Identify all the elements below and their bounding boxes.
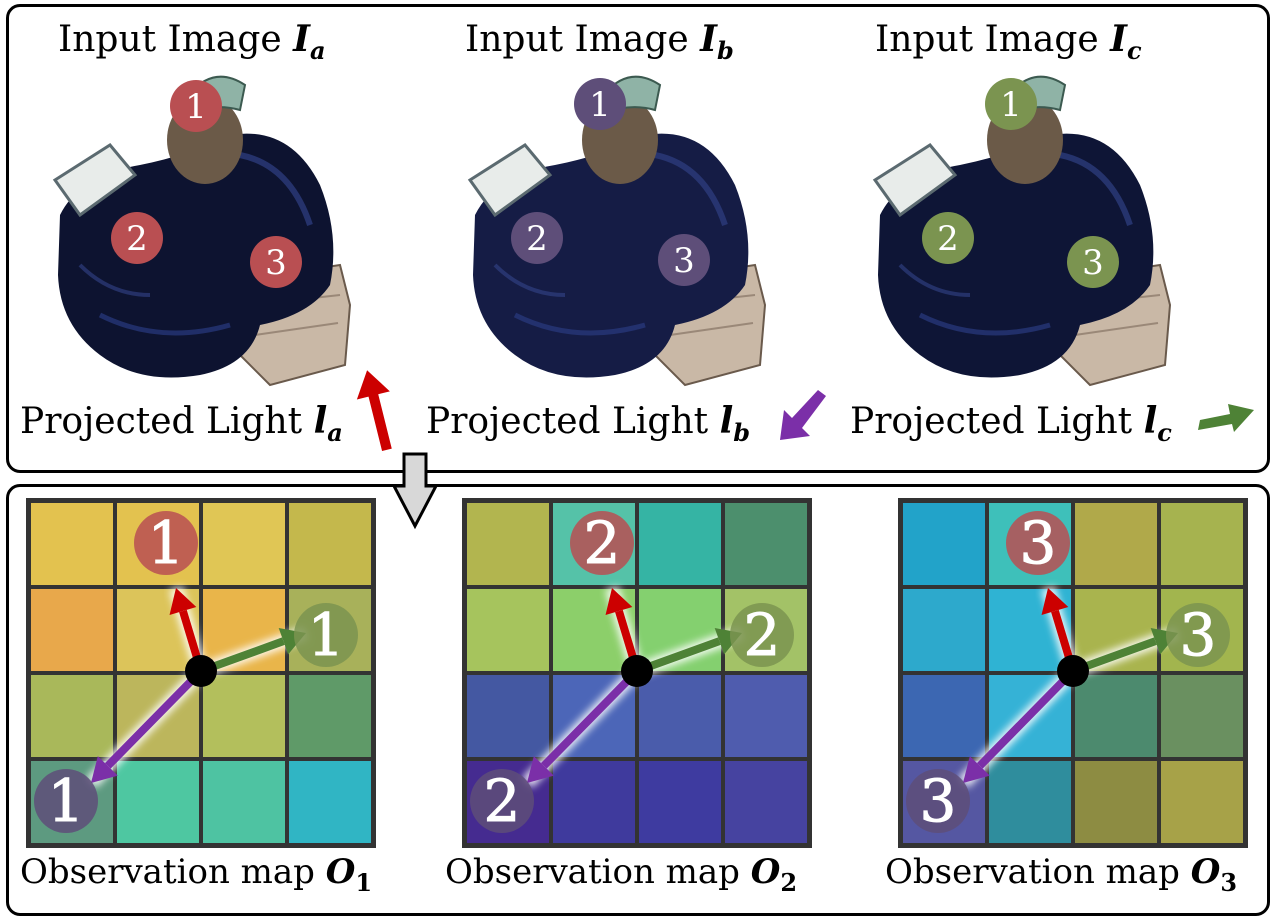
map-cell	[639, 675, 721, 757]
marker-3-1: 1	[985, 78, 1037, 130]
observation-map-1-label: Observation map O1	[20, 852, 373, 897]
projected-light-a-label: Projected Light la	[20, 400, 343, 448]
marker-1-2: 2	[111, 212, 163, 264]
svg-text:3: 3	[673, 241, 695, 281]
map-cell	[903, 503, 985, 585]
projected-light-c-label: Projected Light lc	[850, 400, 1172, 448]
svg-text:2: 2	[584, 509, 621, 577]
svg-text:3: 3	[1082, 243, 1104, 283]
map-cell	[1075, 503, 1157, 585]
observation-map-1: 1 1 1	[26, 498, 376, 848]
marker-2-2: 2	[511, 212, 563, 264]
marker-2-3: 3	[658, 234, 710, 286]
map-cell	[289, 761, 371, 843]
figurine-image-b	[467, 75, 767, 387]
map-cell	[903, 589, 985, 671]
map-cell	[289, 503, 371, 585]
input-image-b-title: Input Image Ib	[465, 18, 734, 66]
map-cell	[467, 589, 549, 671]
light-direction-a-arrow-icon	[356, 370, 392, 451]
svg-text:1: 1	[589, 85, 611, 125]
map-cell	[725, 761, 807, 843]
svg-text:1: 1	[308, 601, 345, 669]
observation-map-2: 2 2 2	[462, 498, 812, 848]
svg-text:2: 2	[937, 219, 959, 259]
svg-text:2: 2	[744, 601, 781, 669]
map-cell	[639, 761, 721, 843]
marker-2-1: 1	[574, 78, 626, 130]
map-cell	[467, 503, 549, 585]
map-cell	[903, 675, 985, 757]
marker-1-1: 1	[170, 80, 222, 132]
map-cell	[467, 675, 549, 757]
map-cell	[1161, 675, 1243, 757]
map-cell	[725, 675, 807, 757]
map-cell	[639, 503, 721, 585]
observation-map-3: 3 3 3	[898, 498, 1248, 848]
projected-light-b-label: Projected Light lb	[426, 400, 751, 448]
map-cell	[203, 675, 285, 757]
input-image-c-title: Input Image Ic	[875, 18, 1142, 66]
map-cell	[1161, 503, 1243, 585]
svg-text:3: 3	[265, 243, 287, 283]
map-cell	[289, 675, 371, 757]
svg-text:1: 1	[148, 509, 185, 577]
map-cell	[31, 675, 113, 757]
map-cell	[117, 761, 199, 843]
svg-text:1: 1	[1000, 85, 1022, 125]
map-cell	[203, 761, 285, 843]
surface-point-markers: 1 2 3 1 2 3 1 2 3	[111, 78, 1119, 288]
light-direction-c-arrow-icon	[1198, 404, 1254, 432]
svg-text:3: 3	[920, 767, 957, 835]
map-cell	[553, 761, 635, 843]
map-cell	[989, 761, 1071, 843]
svg-text:2: 2	[126, 219, 148, 259]
observation-map-3-label: Observation map O3	[885, 852, 1238, 897]
map-cell	[31, 503, 113, 585]
svg-text:2: 2	[526, 219, 548, 259]
svg-text:2: 2	[484, 767, 521, 835]
marker-1-3: 3	[250, 236, 302, 288]
svg-text:3: 3	[1180, 601, 1217, 669]
observation-map-2-label: Observation map O2	[445, 852, 798, 897]
svg-text:1: 1	[185, 87, 207, 127]
map-cell	[31, 589, 113, 671]
svg-text:1: 1	[48, 767, 85, 835]
map-cell	[1075, 761, 1157, 843]
map-cell	[203, 503, 285, 585]
svg-text:3: 3	[1020, 509, 1057, 577]
light-direction-b-arrow-icon	[780, 390, 826, 440]
map-cell	[1075, 675, 1157, 757]
down-arrow-icon	[391, 452, 439, 530]
map-cell	[1161, 761, 1243, 843]
marker-3-3: 3	[1067, 236, 1119, 288]
input-image-a-title: Input Image Ia	[58, 18, 326, 66]
marker-3-2: 2	[922, 212, 974, 264]
map-cell	[725, 503, 807, 585]
